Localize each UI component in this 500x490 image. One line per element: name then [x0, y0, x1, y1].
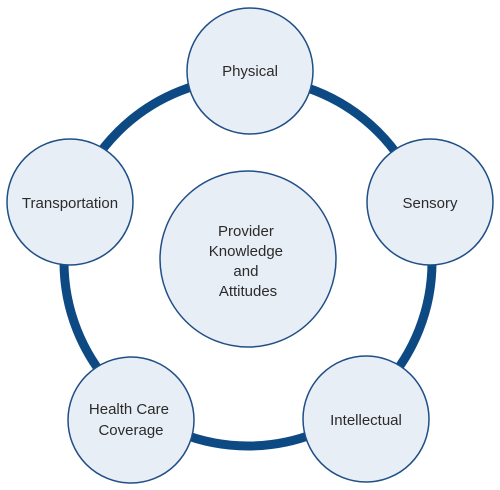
center-label-line-1: Provider — [218, 223, 274, 240]
center-label-line-3: and — [233, 263, 258, 280]
node-health-care-coverage-label-line-2: Coverage — [98, 422, 163, 439]
node-sensory-label: Sensory — [402, 195, 458, 212]
node-health-care-coverage-circle — [67, 356, 195, 484]
svg-text:Sensory: Sensory — [402, 195, 458, 212]
node-transportation: Transportation — [6, 138, 134, 266]
node-health-care-coverage-label-line-1: Health Care — [89, 401, 169, 418]
node-physical-circle — [186, 7, 314, 135]
svg-text:Intellectual: Intellectual — [330, 412, 402, 429]
node-intellectual-label: Intellectual — [330, 412, 402, 429]
svg-text:Physical: Physical — [222, 63, 278, 80]
svg-text:Health Care Coverage: Health Care Coverage — [89, 401, 173, 439]
svg-text:Provider Knowledge: Provider Knowledge and Attitudes — [209, 223, 287, 300]
node-sensory: Sensory — [366, 138, 494, 266]
node-intellectual: Intellectual — [302, 355, 430, 483]
center-node-circle — [159, 170, 337, 348]
node-transportation-label: Transportation — [22, 195, 118, 212]
node-physical-label: Physical — [222, 63, 278, 80]
svg-text:Transportation: Transportation — [22, 195, 118, 212]
node-health-care-coverage: Health Care Coverage — [67, 356, 195, 484]
node-intellectual-circle — [302, 355, 430, 483]
node-sensory-circle — [366, 138, 494, 266]
center-node: Provider Knowledge and Attitudes — [159, 170, 337, 348]
node-transportation-circle — [6, 138, 134, 266]
node-physical: Physical — [186, 7, 314, 135]
center-label-line-2: Knowledge — [209, 243, 283, 260]
center-label-line-4: Attitudes — [219, 283, 277, 300]
